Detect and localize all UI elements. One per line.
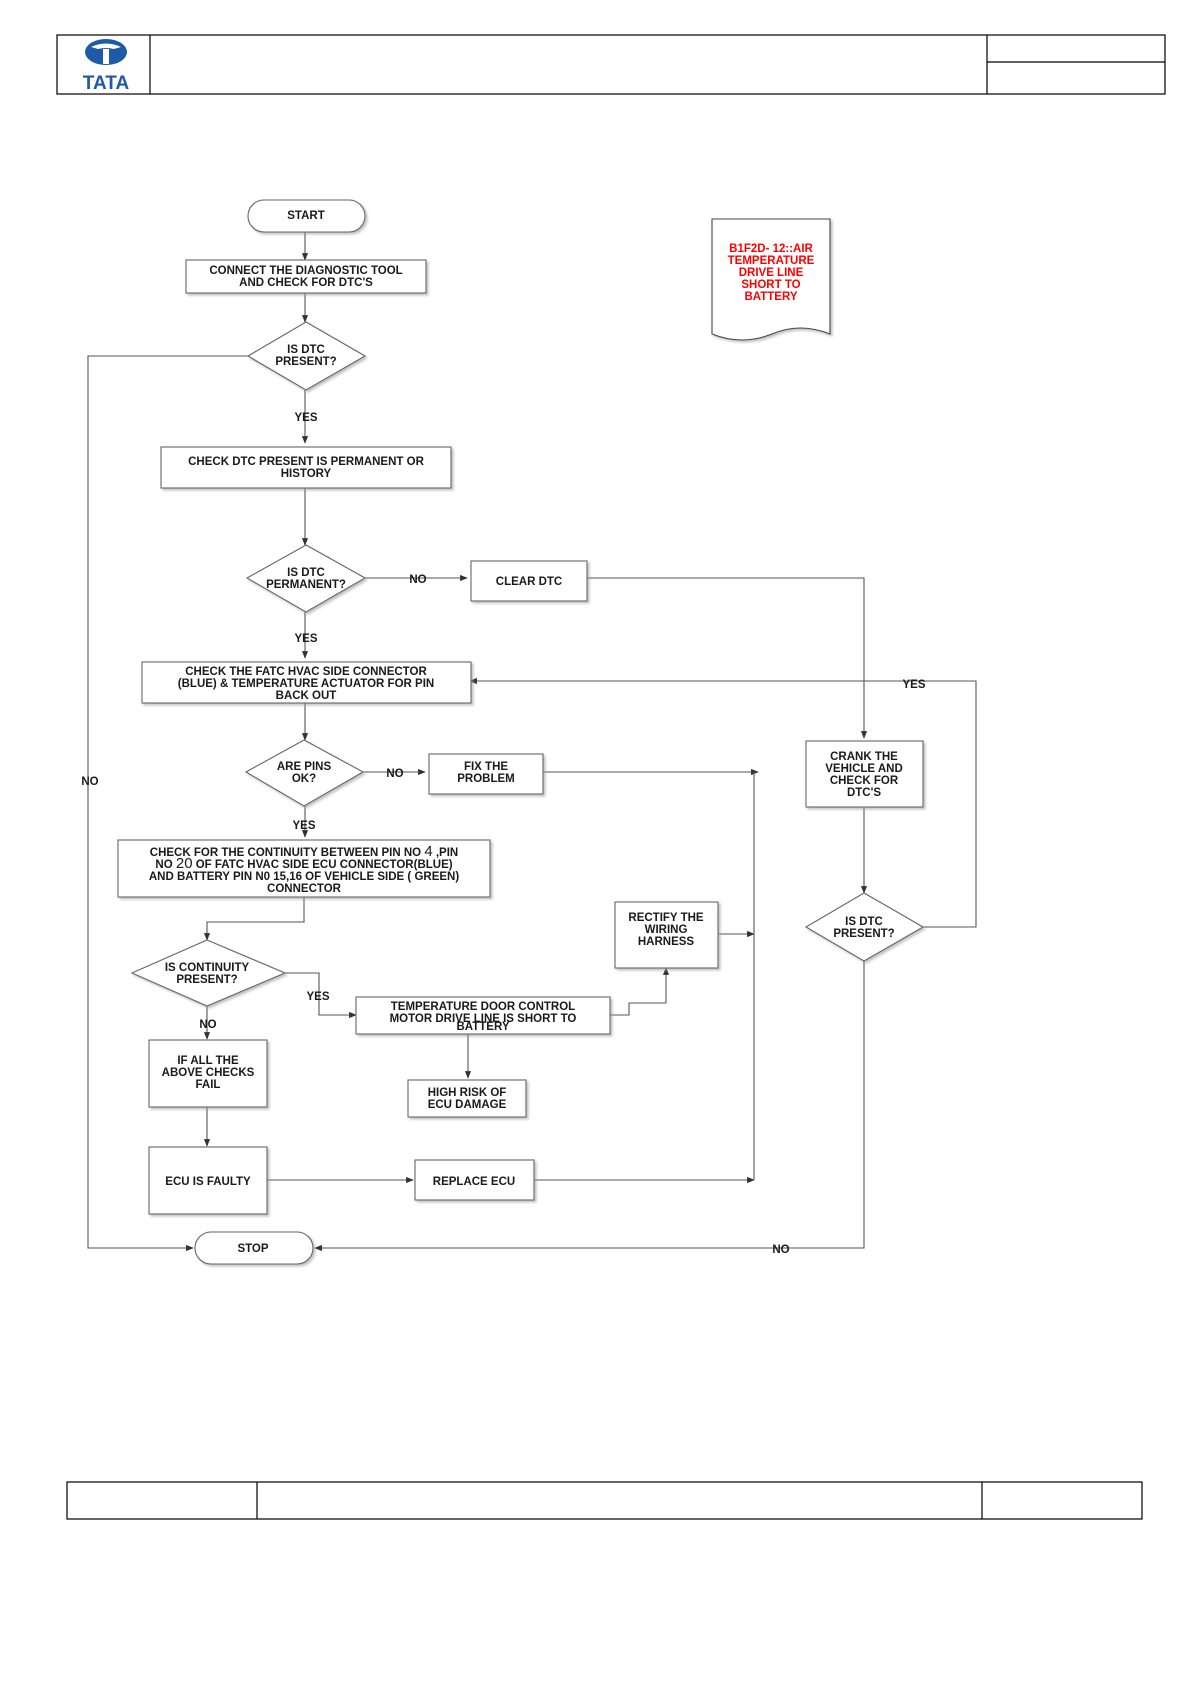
node-fix-problem-line-2: PROBLEM <box>457 773 515 785</box>
edge-short-to-rectify <box>610 967 670 1016</box>
dtc-code-callout: B1F2D- 12::AIR TEMPERATURE DRIVE LINE SH… <box>711 218 831 341</box>
node-connect-tool: CONNECT THE DIAGNOSTIC TOOL AND CHECK FO… <box>185 259 427 294</box>
node-crank-vehicle-line-4: DTC'S <box>847 787 881 799</box>
edge-continuity-to-decision <box>203 897 305 941</box>
edge-label-yes-permanent: YES <box>294 633 317 645</box>
callout-line-1: B1F2D- 12::AIR <box>729 243 813 255</box>
node-continuity-present-line-1: IS CONTINUITY <box>165 962 250 974</box>
brand-wordmark: TATA <box>83 73 130 94</box>
node-connect-tool-line-1: CONNECT THE DIAGNOSTIC TOOL <box>209 265 402 277</box>
node-stop-label: STOP <box>237 1243 268 1255</box>
node-check-permanent: CHECK DTC PRESENT IS PERMANENT OR HISTOR… <box>160 446 452 489</box>
node-clear-dtc: CLEAR DTC <box>470 560 588 602</box>
node-start-label: START <box>287 210 324 222</box>
node-fix-problem-line-1: FIX THE <box>464 761 508 773</box>
node-check-permanent-line-1: CHECK DTC PRESENT IS PERMANENT OR <box>188 456 424 468</box>
edge-label-yes-continuity: YES <box>306 991 329 1003</box>
node-pins-ok: ARE PINS OK? <box>244 739 365 807</box>
node-is-permanent: IS DTC PERMANENT? <box>245 544 367 613</box>
node-short-to-battery-line-2: MOTOR DRIVE LINE IS SHORT TO <box>390 1013 577 1025</box>
node-crank-vehicle: CRANK THE VEHICLE AND CHECK FOR DTC'S <box>805 740 924 808</box>
node-all-checks-fail-line-3: FAIL <box>196 1079 221 1091</box>
node-dtc-present-1-line-1: IS DTC <box>287 344 325 356</box>
node-ecu-faulty-label: ECU IS FAULTY <box>165 1176 251 1188</box>
node-continuity-check-line-1: CHECK FOR THE CONTINUITY BETWEEN PIN NO … <box>150 843 458 860</box>
node-rectify-harness-line-2: WIRING <box>645 924 688 936</box>
flow-edges <box>87 232 977 1252</box>
node-short-to-battery-line-3: BATTERY <box>456 1021 509 1033</box>
edge-label-no-stop: NO <box>772 1244 789 1256</box>
node-short-to-battery-line-1: TEMPERATURE DOOR CONTROL <box>391 1001 575 1013</box>
node-all-checks-fail: IF ALL THE ABOVE CHECKS FAIL <box>148 1039 268 1108</box>
node-check-connector-line-2: (BLUE) & TEMPERATURE ACTUATOR FOR PIN <box>178 678 434 690</box>
node-check-connector-line-1: CHECK THE FATC HVAC SIDE CONNECTOR <box>185 666 427 678</box>
node-high-risk: HIGH RISK OF ECU DAMAGE <box>407 1079 527 1118</box>
node-crank-vehicle-line-2: VEHICLE AND <box>825 763 903 775</box>
node-rectify-harness-line-3: HARNESS <box>638 936 695 948</box>
callout-line-5: BATTERY <box>744 291 797 303</box>
node-dtc-present-1-line-2: PRESENT? <box>275 356 336 368</box>
edge-clear-to-crank <box>587 577 868 739</box>
node-continuity-present: IS CONTINUITY PRESENT? <box>130 939 287 1007</box>
node-crank-vehicle-line-1: CRANK THE <box>830 751 898 763</box>
node-dtc-present-2-line-1: IS DTC <box>845 916 883 928</box>
node-all-checks-fail-line-2: ABOVE CHECKS <box>162 1067 255 1079</box>
tata-logo: TATA <box>83 39 130 94</box>
node-dtc-present-2: IS DTC PRESENT? <box>804 892 925 962</box>
node-all-checks-fail-line-1: IF ALL THE <box>177 1055 239 1067</box>
node-continuity-check-line-4: CONNECTOR <box>267 883 342 895</box>
node-stop: STOP <box>194 1231 314 1265</box>
callout-line-2: TEMPERATURE <box>728 255 815 267</box>
page-header: TATA <box>56 34 1166 95</box>
edge-label-yes-pins: YES <box>292 820 315 832</box>
node-check-permanent-line-2: HISTORY <box>281 468 332 480</box>
node-continuity-check-line-2: NO 20 OF FATC HVAC SIDE ECU CONNECTOR(BL… <box>155 855 452 872</box>
flow-nodes: START CONNECT THE DIAGNOSTIC TOOL AND CH… <box>117 199 925 1265</box>
node-connect-tool-line-2: AND CHECK FOR DTC'S <box>239 277 373 289</box>
node-fix-problem: FIX THE PROBLEM <box>428 753 544 795</box>
tata-emblem-icon <box>85 39 127 65</box>
edge-label-no-pins: NO <box>386 768 403 780</box>
edge-label-no-continuity: NO <box>199 1019 216 1031</box>
node-dtc-present-1: IS DTC PRESENT? <box>246 321 367 391</box>
edge-dtc2-no <box>314 961 865 1252</box>
edge-label-no-left: NO <box>81 776 98 788</box>
node-check-connector: CHECK THE FATC HVAC SIDE CONNECTOR (BLUE… <box>141 661 472 704</box>
header-frame <box>56 34 1166 95</box>
node-crank-vehicle-line-3: CHECK FOR <box>830 775 899 787</box>
node-pins-ok-line-1: ARE PINS <box>277 761 332 773</box>
node-short-to-battery: TEMPERATURE DOOR CONTROL MOTOR DRIVE LIN… <box>355 996 611 1035</box>
node-rectify-harness-line-1: RECTIFY THE <box>628 912 704 924</box>
node-check-connector-line-3: BACK OUT <box>276 690 337 702</box>
node-continuity-check: CHECK FOR THE CONTINUITY BETWEEN PIN NO … <box>117 839 491 898</box>
node-dtc-present-2-line-2: PRESENT? <box>833 928 894 940</box>
node-ecu-faulty: ECU IS FAULTY <box>148 1146 268 1215</box>
node-continuity-present-line-2: PRESENT? <box>176 974 237 986</box>
edge-dtc2-yes <box>469 677 977 928</box>
edge-label-yes-dtc1: YES <box>294 412 317 424</box>
node-rectify-harness: RECTIFY THE WIRING HARNESS <box>614 901 719 969</box>
callout-line-3: DRIVE LINE <box>739 267 804 279</box>
node-high-risk-line-1: HIGH RISK OF <box>428 1087 507 1099</box>
node-clear-dtc-label: CLEAR DTC <box>496 576 562 588</box>
edge-label-yes-dtc2: YES <box>902 679 925 691</box>
edge-dtc1-no <box>87 355 248 1252</box>
edge-labels: YES NO YES NO YES YES YES NO NO NO <box>81 412 925 1256</box>
node-is-permanent-line-2: PERMANENT? <box>266 579 346 591</box>
edge-label-no-permanent: NO <box>409 574 426 586</box>
node-replace-ecu: REPLACE ECU <box>414 1159 535 1201</box>
page-footer <box>66 1481 1143 1520</box>
node-replace-ecu-label: REPLACE ECU <box>433 1176 515 1188</box>
node-pins-ok-line-2: OK? <box>292 773 316 785</box>
edge-continuity-yes <box>285 972 357 1019</box>
callout-line-4: SHORT TO <box>741 279 800 291</box>
node-high-risk-line-2: ECU DAMAGE <box>428 1099 507 1111</box>
node-continuity-check-line-3: AND BATTERY PIN N0 15,16 OF VEHICLE SIDE… <box>149 871 460 883</box>
node-is-permanent-line-1: IS DTC <box>287 567 325 579</box>
footer-frame <box>66 1481 1143 1520</box>
node-start: START <box>247 199 366 233</box>
